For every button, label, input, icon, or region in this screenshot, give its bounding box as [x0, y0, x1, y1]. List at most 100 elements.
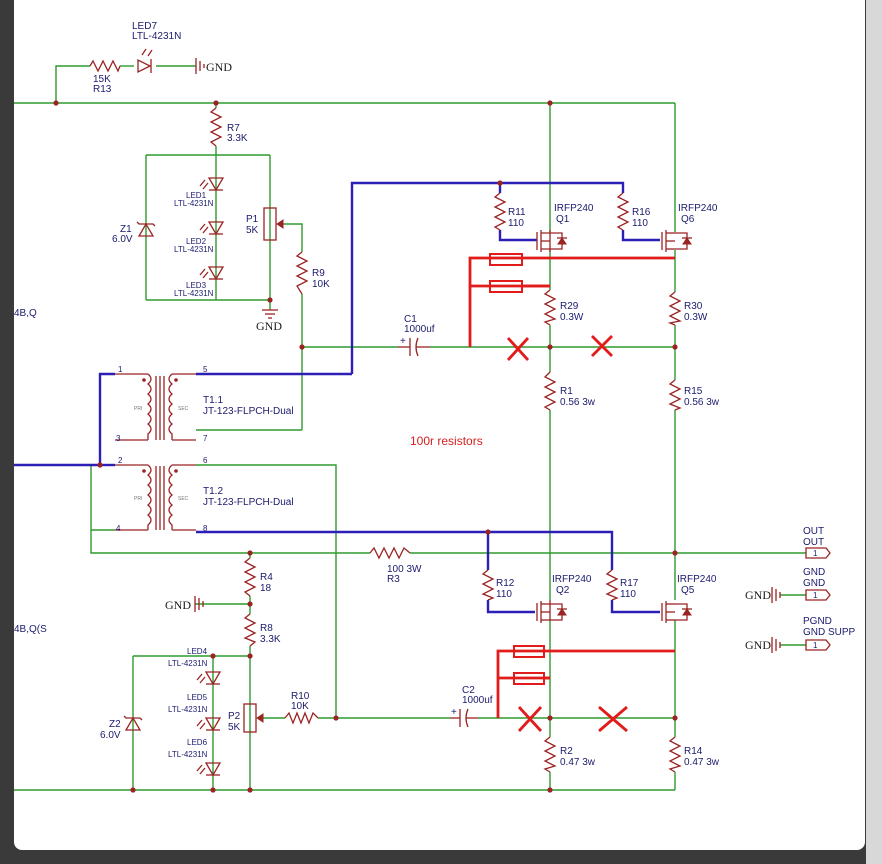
t11-ref: T1.1 — [203, 395, 223, 406]
red-markup-lower — [496, 645, 675, 733]
resistor-r14[interactable] — [668, 736, 682, 773]
capacitor-c1[interactable]: + — [398, 336, 430, 357]
r12-ref: R12 — [496, 578, 515, 589]
r29-value: 0.3W — [560, 312, 584, 323]
resistor-r12[interactable] — [481, 569, 495, 601]
zener-z2[interactable] — [123, 715, 143, 731]
gnd-pin: 1 — [813, 591, 818, 600]
r30-ref: R30 — [684, 301, 703, 312]
out-label-2: OUT — [803, 537, 824, 548]
r17-value: 110 — [620, 589, 636, 600]
led1[interactable] — [199, 177, 225, 192]
gnd-left-label: GND — [165, 598, 191, 612]
capacitor-c2[interactable]: + — [450, 707, 478, 728]
resistor-r3[interactable] — [369, 546, 411, 560]
pgnd-connector[interactable] — [771, 637, 831, 653]
resistor-r8[interactable] — [243, 613, 257, 647]
r1-value: 0.56 3w — [560, 397, 596, 408]
pgnd-pin: 1 — [813, 641, 818, 650]
q5-value: IRFP240 — [677, 574, 717, 585]
led3[interactable] — [199, 266, 225, 281]
svg-text:+: + — [451, 707, 457, 718]
pot-p1[interactable] — [263, 207, 284, 241]
gnd-top-label: GND — [206, 60, 232, 74]
r1-ref: R1 — [560, 386, 573, 397]
transformer-t1-1[interactable] — [115, 373, 196, 441]
p2-ref: P2 — [228, 711, 241, 722]
resistor-r13[interactable] — [89, 59, 121, 73]
r14-value: 0.47 3w — [684, 757, 720, 768]
wires — [14, 65, 806, 791]
z2-ref: Z2 — [109, 719, 121, 730]
annotation-100r: 100r resistors — [410, 434, 483, 448]
t11-pin1: 1 — [118, 365, 123, 374]
t11-pri: PRI — [134, 406, 142, 412]
transformer-t1-2[interactable] — [115, 464, 196, 531]
q6-value: IRFP240 — [678, 203, 718, 214]
resistor-r9[interactable] — [295, 251, 309, 295]
r9-ref: R9 — [312, 268, 325, 279]
t11-value: JT-123-FLPCH-Dual — [203, 406, 294, 417]
r29-ref: R29 — [560, 301, 579, 312]
gnd-sym-1-label: GND — [745, 588, 771, 602]
led6[interactable] — [196, 762, 222, 777]
p1-value: 5K — [246, 225, 259, 236]
t12-pin8: 8 — [203, 524, 208, 533]
r9-value: 10K — [312, 279, 330, 290]
t11-sec: SEC — [178, 406, 189, 412]
led1-value: LTL-4231N — [174, 199, 214, 208]
junctions — [53, 100, 678, 793]
resistor-r29[interactable] — [543, 289, 557, 326]
led2-value: LTL-4231N — [174, 245, 214, 254]
mosfet-q2[interactable] — [536, 600, 567, 623]
t11-pin7: 7 — [203, 434, 208, 443]
red-markup-upper — [468, 253, 675, 361]
r17-ref: R17 — [620, 578, 639, 589]
gnd-symbol-top — [195, 58, 205, 74]
resistor-r15[interactable] — [668, 379, 682, 411]
pot-p2[interactable] — [243, 703, 264, 733]
q2-value: IRFP240 — [552, 574, 592, 585]
resistor-r11[interactable] — [493, 192, 507, 231]
net-left-bot: 4B,Q(S — [14, 624, 47, 635]
r13-value: 15K — [93, 74, 111, 85]
mosfet-q1[interactable] — [536, 230, 567, 252]
resistor-r7[interactable] — [209, 107, 223, 147]
led3-ref: LED3 — [186, 281, 207, 290]
resistor-r4[interactable] — [243, 557, 257, 597]
resistor-r10[interactable] — [284, 711, 319, 725]
led3-value: LTL-4231N — [174, 289, 214, 298]
resistor-r17[interactable] — [605, 569, 619, 601]
r11-ref: R11 — [508, 207, 526, 218]
r15-ref: R15 — [684, 386, 703, 397]
q1-value: IRFP240 — [554, 203, 594, 214]
c1-value: 1000uf — [404, 324, 435, 335]
z1-value: 6.0V — [112, 234, 133, 245]
mosfet-q6[interactable] — [661, 230, 692, 252]
led7-value: LTL-4231N — [132, 31, 181, 42]
led2[interactable] — [199, 221, 225, 236]
resistor-r2[interactable] — [543, 736, 557, 773]
t12-pin2: 2 — [118, 456, 123, 465]
gnd-symbol-left — [194, 596, 204, 612]
r13-ref: R13 — [93, 84, 112, 95]
gnd-mid-label: GND — [256, 319, 282, 333]
svg-text:+: + — [400, 336, 406, 347]
gnd-connector[interactable] — [771, 587, 831, 603]
resistor-r16[interactable] — [616, 192, 630, 231]
resistor-r30[interactable] — [667, 291, 682, 326]
mosfet-q5[interactable] — [661, 601, 692, 623]
r3-ref: R3 — [387, 574, 400, 585]
led7[interactable] — [137, 48, 153, 74]
led5[interactable] — [196, 717, 222, 732]
zener-z1[interactable] — [136, 221, 156, 237]
led4[interactable] — [196, 671, 222, 686]
out-connector[interactable] — [805, 547, 831, 559]
c2-value: 1000uf — [462, 695, 493, 706]
out-label-1: OUT — [803, 526, 824, 537]
gnd-lbl-2: GND — [803, 578, 825, 589]
scrollbar[interactable] — [866, 0, 882, 864]
resistor-r1[interactable] — [543, 371, 557, 411]
z2-value: 6.0V — [100, 730, 121, 741]
r10-ref: R10 — [291, 691, 310, 702]
